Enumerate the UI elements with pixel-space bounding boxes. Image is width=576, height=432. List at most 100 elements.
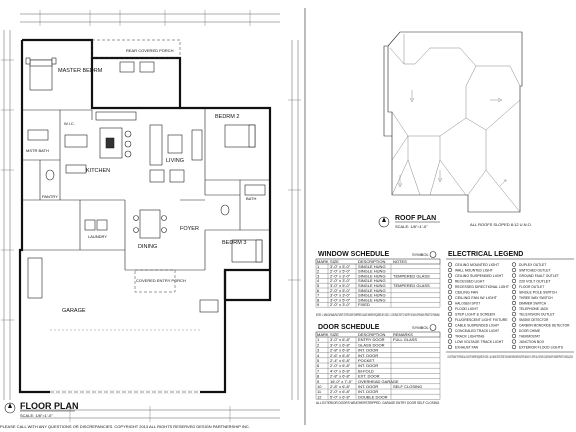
door-symbol-icon xyxy=(429,324,437,331)
table-cell: 7 xyxy=(317,368,320,373)
floor-plan-title-block: FLOOR PLAN SCALE: 1/8"=1'-0" PLEASE CALL… xyxy=(0,401,250,429)
room-label-foyer: FOYER xyxy=(180,226,199,232)
room-label-master-bedrm: MASTER BEDRM xyxy=(58,68,103,74)
table-cell: 8 xyxy=(317,297,320,302)
door-schedule-title: DOOR SCHEDULE xyxy=(318,324,380,331)
window-schedule-header: MARK SIZE DESCRIPTION NOTES xyxy=(317,259,407,264)
legend-item-label: CEILING FAN W/ LIGHT xyxy=(455,295,498,300)
table-cell: SINGLE HUNG xyxy=(358,288,386,293)
table-cell: DOUBLE DOOR xyxy=(358,394,388,399)
electrical-symbol-icon xyxy=(447,333,453,339)
table-cell: 3 xyxy=(317,348,320,353)
electrical-symbol-icon xyxy=(511,333,517,339)
window-schedule-symbol-label: SYMBOL xyxy=(412,252,429,257)
room-label-bath: BATH xyxy=(246,196,256,201)
legend-item-label: STEP LIGHT & SCREEN xyxy=(455,312,495,317)
electrical-symbol-icon xyxy=(447,339,453,344)
electrical-symbol-icon xyxy=(511,262,517,267)
legend-item-label: EXTERIOR FLOOD LIGHTS xyxy=(519,345,563,350)
legend-item-label: DUPLEX OUTLET xyxy=(519,262,547,267)
table-cell: SINGLE HUNG xyxy=(358,269,386,274)
door-schedule: DOOR SCHEDULE SYMBOL MARK SIZE DESCRIPTI… xyxy=(315,324,441,405)
room-label-bedrm-2: BEDRM 2 xyxy=(215,114,239,120)
table-cell: 4'-0" x 6'-8" xyxy=(330,368,351,373)
electrical-symbol-icon xyxy=(511,295,517,300)
table-cell: 5'-0" x 6'-8" xyxy=(330,394,351,399)
legend-item-label: SWITCHED OUTLET xyxy=(519,268,551,273)
room-label-living: LIVING xyxy=(166,158,184,164)
table-cell: 2 xyxy=(317,269,320,274)
electrical-symbol-icon xyxy=(447,328,453,333)
legend-item-label: TELEVISION OUTLET xyxy=(519,312,555,317)
table-cell: 6 xyxy=(317,288,320,293)
table-cell: INT. DOOR xyxy=(358,348,378,353)
floor-plan-footer-note: PLEASE CALL WITH ANY QUESTIONS OR DISCRE… xyxy=(0,424,250,429)
table-cell: SINGLE HUNG xyxy=(358,283,386,288)
table-cell: TEMPERED GLASS xyxy=(393,283,430,288)
legend-item-label: RECESSED LIGHT xyxy=(455,279,485,284)
table-cell: 2'-8" x 6'-8" xyxy=(330,348,351,353)
electrical-symbol-icon xyxy=(511,306,517,311)
north-arrow-pointer-icon xyxy=(8,403,12,408)
dimension-lines xyxy=(1,10,301,422)
table-cell: 16'-0" x 7'-0" xyxy=(330,379,353,384)
room-label-garage: GARAGE xyxy=(62,308,86,314)
table-cell: 9 xyxy=(317,302,320,307)
legend-item-label: 220 VOLT OUTLET xyxy=(519,279,551,284)
electrical-symbol-icon xyxy=(447,300,453,306)
roof-plan-title: ROOF PLAN xyxy=(395,215,436,222)
door-schedule-header: MARK SIZE DESCRIPTION REMARKS xyxy=(317,332,413,337)
table-cell: 3'-0" x 5'-0" xyxy=(330,264,351,269)
table-cell: 2'-4" x 6'-8" xyxy=(330,358,351,363)
table-cell: INT. DOOR xyxy=(358,353,378,358)
room-label-pantry: PANTRY xyxy=(42,194,58,199)
room-label-mstr-bath: MSTR BATH xyxy=(26,148,49,153)
legend-item-label: JUNCTION BOX xyxy=(519,339,544,344)
legend-item-label: CEILING FAN xyxy=(455,290,478,295)
room-label-dining: DINING xyxy=(138,244,157,250)
table-cell: 3 xyxy=(317,273,320,278)
legend-item-label: DOOR CHIME xyxy=(519,328,540,333)
legend-item-label: DIMMER SWITCH xyxy=(519,301,546,306)
table-cell: 3'-0" x 5'-0" xyxy=(330,283,351,288)
furniture xyxy=(25,57,266,263)
table-cell: INT. DOOR xyxy=(358,389,378,394)
table-cell: EXT. DOOR xyxy=(358,374,380,379)
table-cell: 1 xyxy=(317,264,320,269)
table-cell: SINGLE HUNG xyxy=(358,293,386,298)
room-label-wic: W.I.C. xyxy=(64,121,75,126)
electrical-symbol-icon xyxy=(511,322,517,328)
table-cell: SINGLE HUNG xyxy=(358,273,386,278)
room-label-kitchen: KITCHEN xyxy=(86,168,110,174)
table-cell: 2 xyxy=(317,342,320,347)
table-cell: FULL GLASS xyxy=(393,337,417,342)
table-cell: GLASS DOOR xyxy=(358,342,385,347)
roof-plan-title-block: ROOF PLAN SCALE: 1/8"=1'-0" ALL ROOFS SL… xyxy=(378,215,532,229)
column-header: DESCRIPTION xyxy=(358,332,385,337)
electrical-symbol-icon xyxy=(511,328,517,333)
electrical-symbol-icon xyxy=(511,284,517,289)
table-cell: 4 xyxy=(317,278,320,283)
legend-item-label: CARBON MONOXIDE DETECTOR xyxy=(519,323,569,328)
table-cell: 3'-0" x 3'-0" xyxy=(330,293,351,298)
electrical-symbol-icon xyxy=(447,344,453,350)
column-header: SIZE xyxy=(330,259,339,264)
window-schedule-title: WINDOW SCHEDULE xyxy=(318,251,389,258)
window-symbol-icon xyxy=(429,251,437,258)
column-header: DESCRIPTION xyxy=(358,259,385,264)
table-cell: 2'-0" x 6'-8" xyxy=(330,363,351,368)
column-header: SIZE xyxy=(330,332,339,337)
